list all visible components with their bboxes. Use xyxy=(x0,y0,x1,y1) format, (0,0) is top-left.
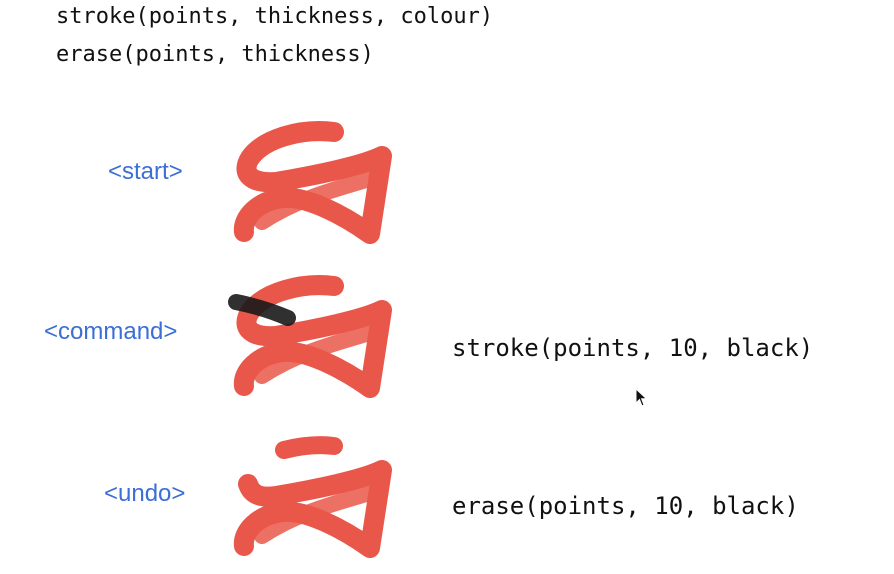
label-undo: <undo> xyxy=(104,480,186,507)
drawing-undo xyxy=(233,436,392,558)
red-stroke-shape xyxy=(233,121,392,244)
label-start: <start> xyxy=(108,158,183,185)
mouse-pointer-icon xyxy=(635,388,648,407)
command-stroke-call: stroke(points, 10, black) xyxy=(452,334,814,362)
command-erase-call: erase(points, 10, black) xyxy=(452,492,799,520)
black-stroke-mark xyxy=(228,294,296,326)
api-erase-signature: erase(points, thickness) xyxy=(56,42,374,67)
label-command: <command> xyxy=(44,318,178,345)
drawing-command xyxy=(228,275,392,398)
drawing-start xyxy=(233,121,392,244)
api-stroke-signature: stroke(points, thickness, colour) xyxy=(56,4,494,29)
red-stroke-shape-erased xyxy=(233,436,392,558)
red-stroke-shape xyxy=(233,275,392,398)
